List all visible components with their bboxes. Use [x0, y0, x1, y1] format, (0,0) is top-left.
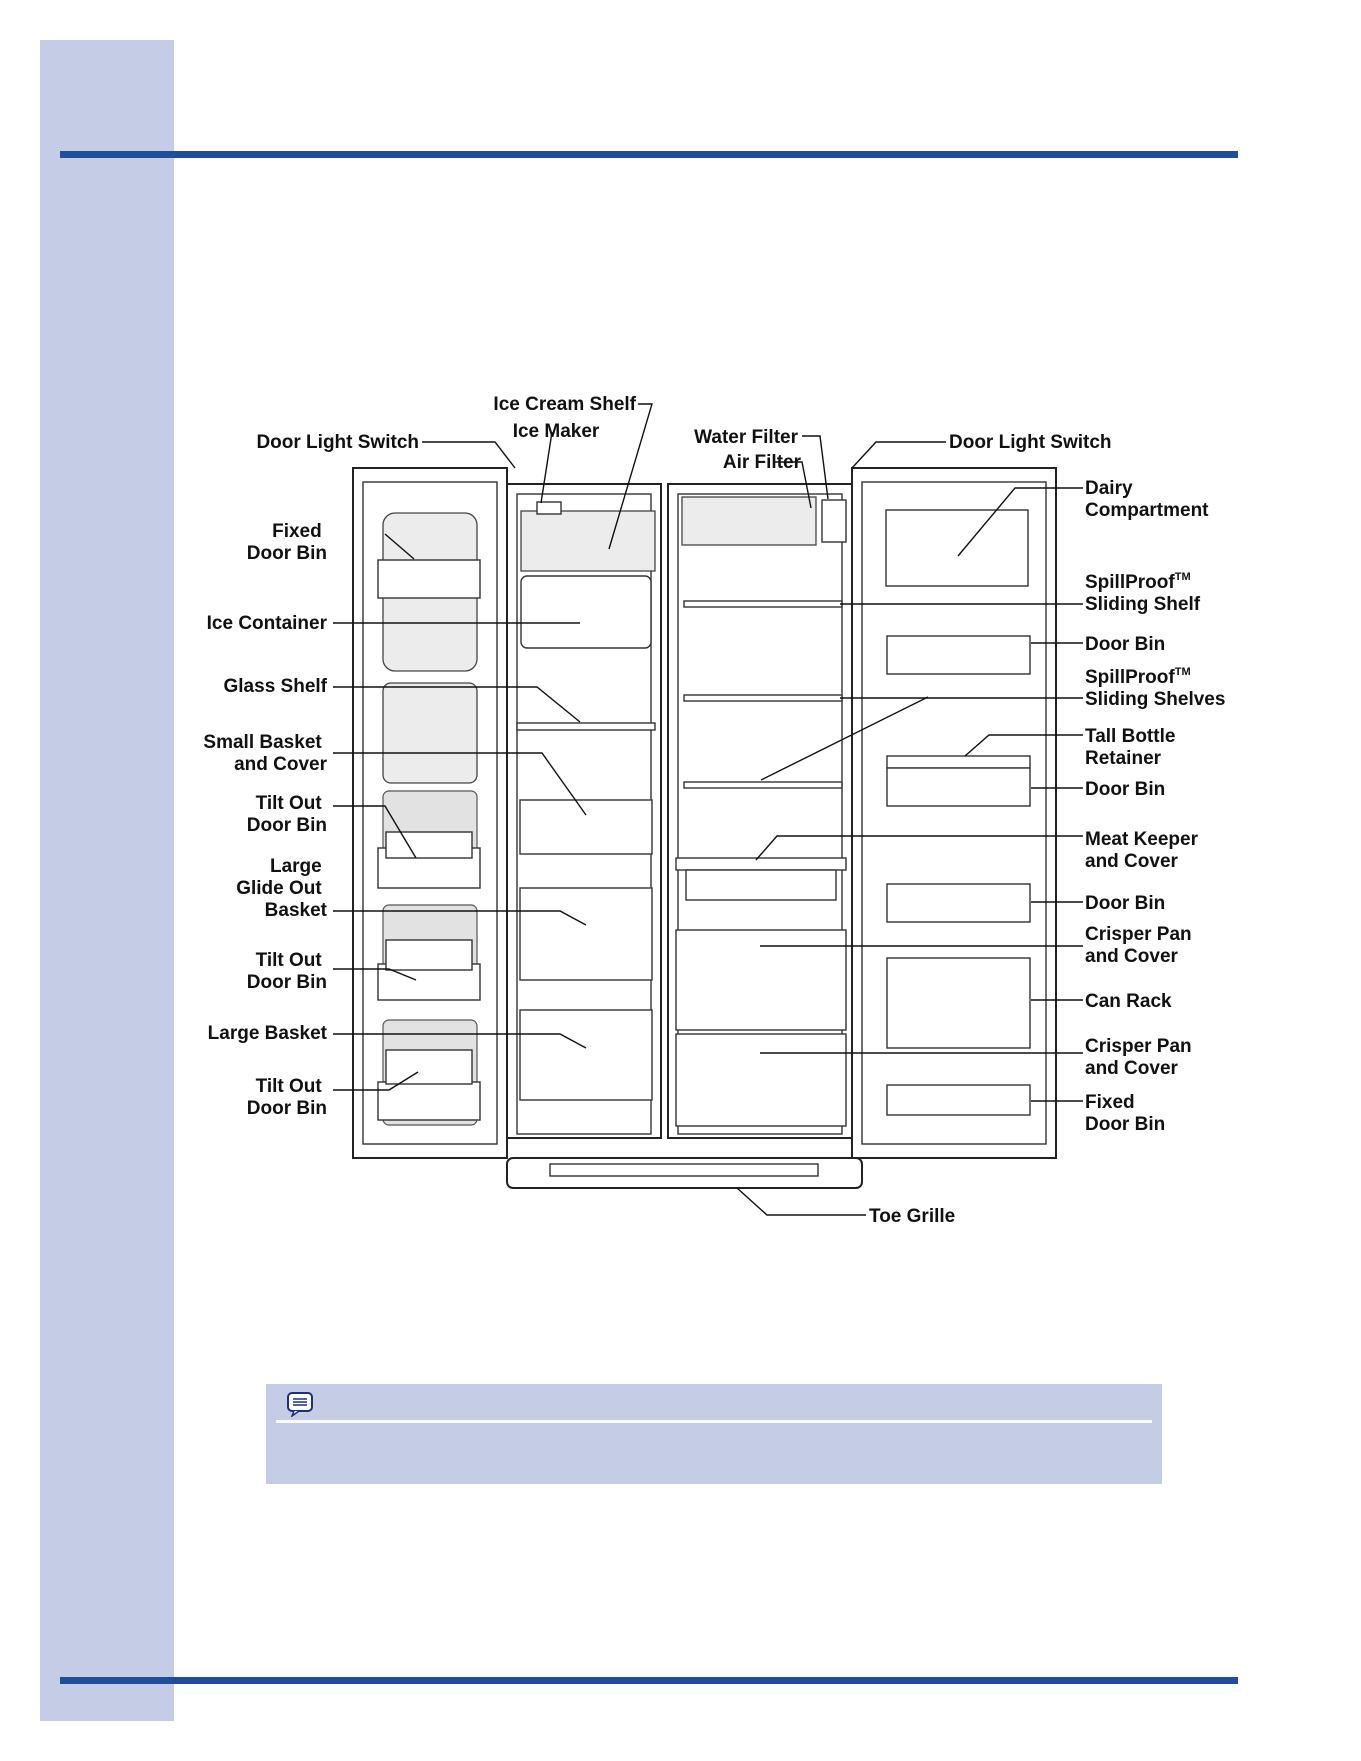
note-divider: [276, 1420, 1152, 1423]
label-meat-keeper: Meat Keeper and Cover: [1085, 829, 1203, 872]
label-dairy-compartment-line1: Dairy: [1085, 478, 1133, 499]
ice-maker-shape: [536, 501, 562, 515]
label-fixed-door-bin-left: Fixed Door Bin: [247, 521, 327, 564]
door-bin-2-shape: [886, 767, 1031, 807]
label-meat-keeper-line1: Meat Keeper: [1085, 829, 1199, 850]
crisper-pan-2-shape: [675, 1033, 847, 1127]
tilt-bin-2-front: [385, 939, 473, 971]
filter-cartridge: [821, 499, 847, 543]
large-basket-shape: [519, 1009, 653, 1101]
fixed-door-bin-shape: [377, 559, 481, 599]
label-door-bin-1: Door Bin: [1085, 634, 1165, 655]
label-tilt-out-door-bin-1: Tilt Out Door Bin: [247, 793, 327, 836]
label-fixed-door-bin-left-line1: Fixed: [272, 521, 322, 542]
label-large-glide-out-basket-line2: Glide Out: [236, 878, 322, 899]
label-crisper-pan-1: Crisper Pan and Cover: [1085, 924, 1197, 967]
ice-container-shape: [520, 575, 652, 649]
label-large-glide-out-basket: Large Glide Out Basket: [236, 856, 327, 921]
label-tall-bottle-retainer-line2: Retainer: [1085, 748, 1162, 769]
label-can-rack: Can Rack: [1085, 991, 1172, 1012]
ice-cream-shelf-shape: [520, 510, 656, 572]
tall-bottle-retainer-shape: [886, 755, 1031, 769]
label-air-filter: Air Filter: [723, 452, 802, 473]
sliding-shelf-3: [683, 781, 843, 789]
label-door-bin-3: Door Bin: [1085, 893, 1165, 914]
fixed-door-bin-right-shape: [886, 1084, 1031, 1116]
label-tall-bottle-retainer-line1: Tall Bottle: [1085, 726, 1175, 747]
toe-grille-vent: [549, 1163, 819, 1177]
footer-rule: [60, 1677, 1238, 1684]
tilt-bin-1-front: [385, 831, 473, 859]
page-sidebar: [40, 40, 174, 1721]
label-spillproof-sliding-shelf: SpillProofTM Sliding Shelf: [1085, 564, 1201, 615]
label-door-light-switch-left: Door Light Switch: [256, 432, 419, 453]
label-glass-shelf: Glass Shelf: [224, 676, 328, 697]
label-dairy-compartment-line2: Compartment: [1085, 500, 1209, 521]
tilt-bin-3-front: [385, 1049, 473, 1085]
door-bin-1-shape: [886, 635, 1031, 675]
label-door-bin-2: Door Bin: [1085, 779, 1165, 800]
label-large-glide-out-basket-line3: Basket: [265, 900, 328, 921]
label-tilt-out-door-bin-2: Tilt Out Door Bin: [247, 950, 327, 993]
label-crisper-pan-2: Crisper Pan and Cover: [1085, 1036, 1197, 1079]
label-tilt-out-door-bin-3-line1: Tilt Out: [256, 1076, 323, 1097]
label-crisper-pan-2-line1: Crisper Pan: [1085, 1036, 1192, 1057]
label-spillproof-sliding-shelves-line1: SpillProof: [1085, 667, 1175, 688]
label-large-glide-out-basket-line1: Large: [270, 856, 322, 877]
can-rack-shape: [886, 957, 1031, 1049]
label-crisper-pan-1-line2: and Cover: [1085, 946, 1179, 967]
label-toe-grille: Toe Grille: [869, 1206, 955, 1227]
tilt-bin-3-shape: [377, 1081, 481, 1121]
door-recess: [382, 682, 478, 784]
label-door-light-switch-right: Door Light Switch: [949, 432, 1112, 453]
door-bin-3-shape: [886, 883, 1031, 923]
sliding-shelf-2: [683, 694, 843, 702]
dairy-compartment-shape: [885, 509, 1029, 587]
label-tilt-out-door-bin-3-line2: Door Bin: [247, 1098, 327, 1119]
label-crisper-pan-1-line1: Crisper Pan: [1085, 924, 1192, 945]
label-tilt-out-door-bin-2-line2: Door Bin: [247, 972, 327, 993]
label-water-filter: Water Filter: [694, 427, 798, 448]
label-meat-keeper-line2: and Cover: [1085, 851, 1179, 872]
label-tilt-out-door-bin-2-line1: Tilt Out: [256, 950, 323, 971]
note-box: [266, 1384, 1162, 1484]
meat-keeper-drawer: [685, 869, 837, 901]
label-ice-maker: Ice Maker: [513, 421, 600, 442]
label-spillproof-sliding-shelves-line2: Sliding Shelves: [1085, 689, 1225, 710]
label-spillproof-sliding-shelves-tm: TM: [1175, 666, 1191, 678]
label-small-basket-line2: and Cover: [234, 754, 328, 775]
label-crisper-pan-2-line2: and Cover: [1085, 1058, 1179, 1079]
label-fixed-door-bin-left-line2: Door Bin: [247, 543, 327, 564]
label-tall-bottle-retainer: Tall Bottle Retainer: [1085, 726, 1181, 769]
label-spillproof-sliding-shelf-tm: TM: [1175, 571, 1191, 583]
meat-keeper-cover: [675, 857, 847, 871]
leader-lines: [333, 403, 1083, 1216]
label-tilt-out-door-bin-1-line1: Tilt Out: [256, 793, 323, 814]
crisper-pan-1-shape: [675, 929, 847, 1031]
label-large-basket: Large Basket: [208, 1023, 328, 1044]
diagram-labels: Ice Cream Shelf Ice Maker Door Light Swi…: [203, 394, 1225, 1227]
label-dairy-compartment: Dairy Compartment: [1085, 478, 1209, 521]
label-spillproof-sliding-shelf-line2: Sliding Shelf: [1085, 594, 1201, 615]
label-fixed-door-bin-right-line1: Fixed: [1085, 1092, 1135, 1113]
label-ice-container: Ice Container: [207, 613, 328, 634]
label-fixed-door-bin-right: Fixed Door Bin: [1085, 1092, 1165, 1135]
label-ice-cream-shelf: Ice Cream Shelf: [493, 394, 636, 415]
sliding-shelf-1: [683, 600, 843, 608]
label-tilt-out-door-bin-3: Tilt Out Door Bin: [247, 1076, 327, 1119]
refrigerator-illustration: [352, 467, 1057, 1189]
label-spillproof-sliding-shelf-line1: SpillProof: [1085, 572, 1175, 593]
glide-out-basket-shape: [519, 887, 653, 981]
glass-shelf-shape: [516, 722, 656, 731]
header-rule: [60, 151, 1238, 158]
filter-housing: [681, 496, 817, 546]
note-icon: [287, 1392, 313, 1417]
label-small-basket-line1: Small Basket: [203, 732, 322, 753]
label-tilt-out-door-bin-1-line2: Door Bin: [247, 815, 327, 836]
label-small-basket: Small Basket and Cover: [203, 732, 327, 775]
small-basket-shape: [519, 799, 653, 855]
label-spillproof-sliding-shelves: SpillProofTM Sliding Shelves: [1085, 659, 1225, 710]
label-fixed-door-bin-right-line2: Door Bin: [1085, 1114, 1165, 1135]
